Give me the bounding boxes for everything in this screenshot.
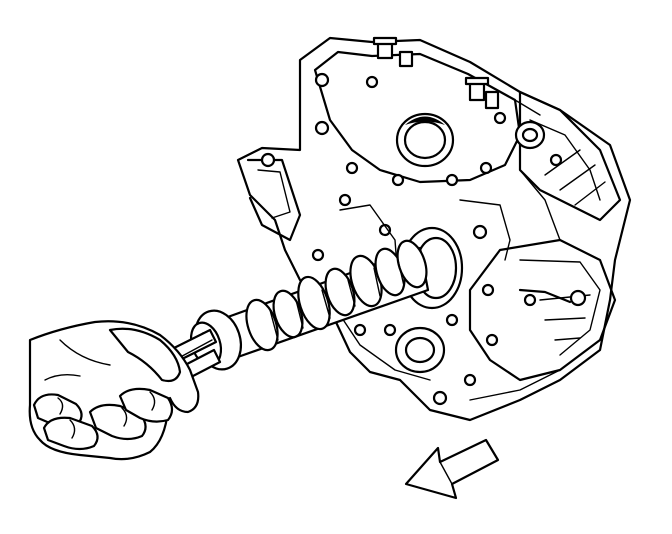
- hand-thumb: [108, 327, 182, 383]
- camshaft: [189, 239, 430, 371]
- bolt-holes: [260, 72, 587, 406]
- direction-arrow: [404, 438, 500, 500]
- arrow-down-left-icon: [404, 438, 500, 500]
- top-studs: [372, 36, 500, 110]
- engine-block: [236, 36, 632, 422]
- hand-finger-2: [42, 416, 99, 451]
- technician-hand: [28, 320, 200, 461]
- hand-finger-4: [118, 387, 174, 423]
